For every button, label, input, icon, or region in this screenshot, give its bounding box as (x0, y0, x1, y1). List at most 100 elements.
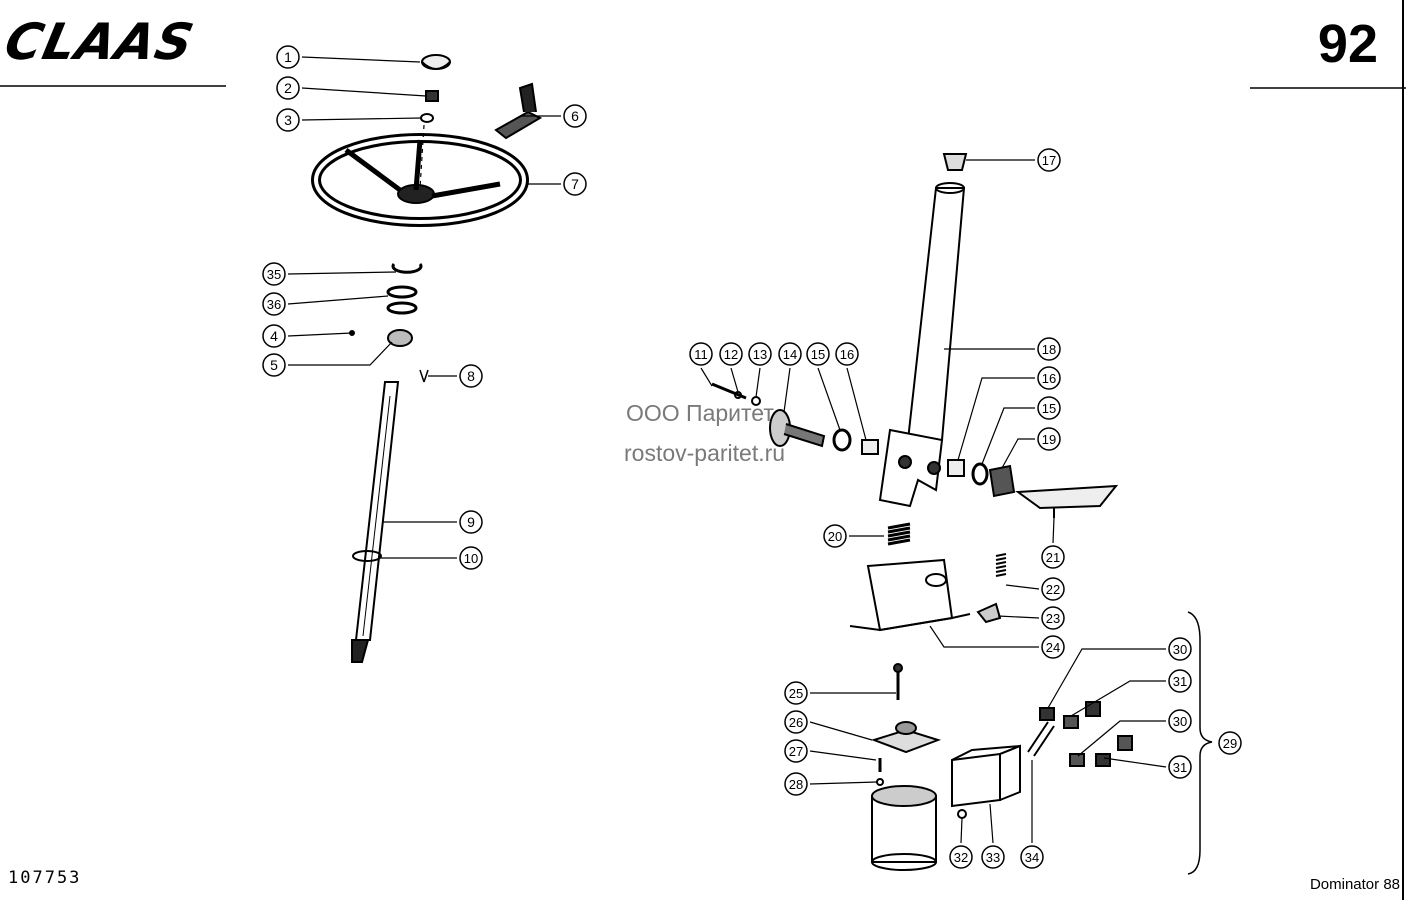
callout-number-11: 11 (694, 347, 708, 362)
part-bearing-ring-right (971, 462, 989, 486)
page-number: 92 (1317, 14, 1378, 74)
part-valve-block-side (999, 744, 1021, 801)
part-long-bolts (1027, 721, 1055, 757)
part-spacer-right (947, 459, 965, 477)
callout-number-3: 3 (284, 112, 292, 128)
part-washer-a (386, 285, 418, 299)
part-drawings (311, 54, 1213, 875)
part-steering-column-tube (906, 187, 966, 441)
part-compression-spring (887, 522, 911, 546)
callout-circle-30 (1168, 637, 1192, 661)
part-shaft-end (351, 639, 370, 663)
callout-number-5: 5 (270, 357, 278, 373)
callout-circle-4 (262, 324, 286, 348)
part-nut (425, 90, 439, 102)
part-steering-unit-top (871, 785, 937, 807)
callout-leader-30 (1047, 648, 1166, 709)
part-column-top (935, 182, 965, 194)
part-column-fork (878, 428, 944, 508)
part-fitting-b (1063, 715, 1079, 729)
part-spinner-knob-base (494, 110, 543, 140)
callout-circle-32 (949, 845, 973, 869)
callout-number-4: 4 (270, 328, 278, 344)
callout-circle-35 (262, 262, 286, 286)
callout-number-15: 15 (811, 347, 825, 362)
callout-number-30: 30 (1173, 714, 1187, 729)
callout-number-13: 13 (753, 347, 767, 362)
callout-leader-36 (287, 295, 389, 305)
part-spring-bracket (976, 602, 1002, 624)
callout-circle-21 (1041, 545, 1065, 569)
callout-leader-21 (1052, 517, 1055, 544)
callout-circle-10 (459, 546, 483, 570)
callout-number-7: 7 (571, 176, 579, 192)
callout-number-16: 16 (840, 347, 854, 362)
callout-number-19: 19 (1042, 432, 1056, 447)
callout-circle-15 (1037, 396, 1061, 420)
callout-leaders (287, 56, 1167, 844)
callout-leader-30 (1077, 720, 1166, 757)
callout-number-36: 36 (267, 297, 281, 312)
callout-number-1: 1 (284, 49, 292, 65)
part-steering-unit-bottom (871, 853, 937, 871)
callout-number-15: 15 (1042, 401, 1056, 416)
callout-number-18: 18 (1042, 342, 1056, 357)
part-cap (421, 54, 451, 70)
callout-number-34: 34 (1025, 850, 1039, 865)
part-steering-wheel-highlight (314, 136, 526, 224)
callout-circle-34 (1020, 845, 1044, 869)
callout-number-22: 22 (1046, 582, 1060, 597)
part-o-ring (957, 809, 967, 819)
part-column-pivot (927, 461, 941, 475)
callout-number-21: 21 (1046, 550, 1060, 565)
part-spinner-knob-grip (518, 82, 537, 113)
callout-circle-28 (784, 772, 808, 796)
callout-number-25: 25 (789, 686, 803, 701)
callout-circle-15 (806, 342, 830, 366)
callout-number-26: 26 (789, 715, 803, 730)
callout-leader-14 (783, 367, 791, 413)
part-pedal-plate (1015, 484, 1119, 510)
part-console-base (849, 613, 971, 632)
callout-leader-3 (301, 117, 422, 121)
part-split-pin (419, 369, 429, 383)
callout-number-27: 27 (789, 744, 803, 759)
callout-circle-9 (459, 510, 483, 534)
part-cap-rim (421, 61, 451, 70)
part-collar (387, 329, 413, 347)
callout-leader-28 (809, 781, 878, 785)
callout-number-17: 17 (1042, 153, 1056, 168)
callout-circle-30 (1168, 709, 1192, 733)
part-pivot-pin (783, 423, 826, 448)
callout-number-23: 23 (1046, 611, 1060, 626)
callout-leader-23 (997, 615, 1040, 619)
callout-leader-16 (846, 367, 867, 441)
callout-number-33: 33 (986, 850, 1000, 865)
part-bearing-ring (832, 428, 852, 452)
part-washer (420, 113, 434, 123)
callout-circle-31 (1168, 669, 1192, 693)
drawing-code: 107753 (8, 868, 82, 888)
part-fitting-c (1085, 701, 1101, 717)
callout-circle-33 (981, 845, 1005, 869)
watermark-company: ООО Паритет (626, 400, 774, 426)
callout-number-10: 10 (464, 551, 478, 566)
part-flange-plate (870, 728, 942, 754)
callout-leader-15 (817, 367, 841, 431)
callout-circle-24 (1041, 635, 1065, 659)
callout-leader-24 (929, 625, 1039, 648)
part-roller (988, 464, 1016, 498)
part-screw-washer (876, 778, 884, 786)
part-washer-b (386, 301, 418, 315)
callout-circle-8 (459, 364, 483, 388)
callout-leader-22 (1005, 584, 1040, 590)
callout-circle-14 (778, 342, 802, 366)
watermark-website: rostov-paritet.ru (624, 440, 786, 466)
part-valve-block (951, 752, 1001, 808)
callout-leader-16 (957, 377, 1035, 461)
callout-leader-11 (700, 367, 713, 387)
callout-circle-11 (689, 342, 713, 366)
callout-number-31: 31 (1173, 674, 1187, 689)
